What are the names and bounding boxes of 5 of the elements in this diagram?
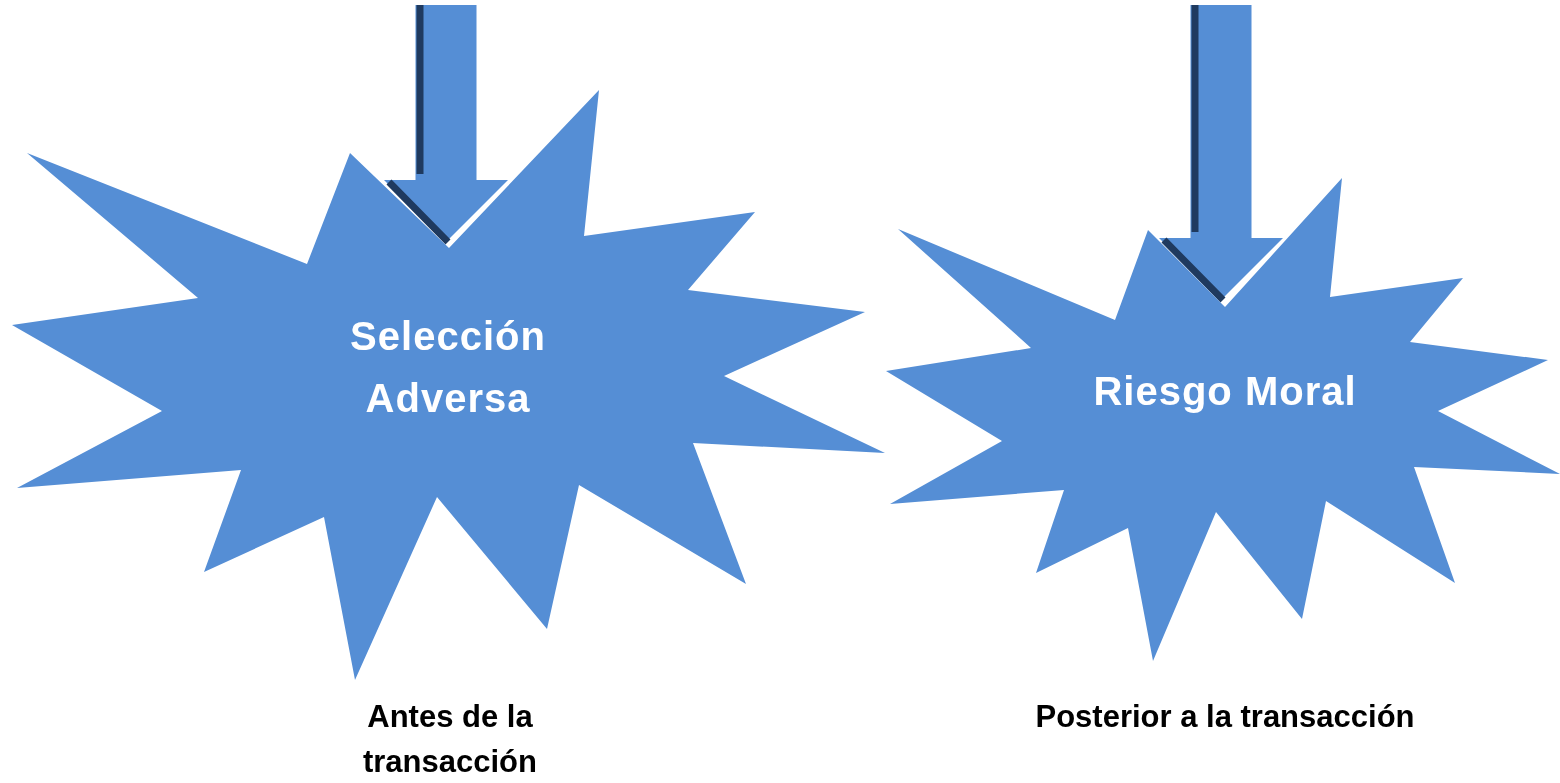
node-caption: Antes de la transacción (362, 698, 538, 781)
node-caption: Posterior a la transacción (1034, 698, 1416, 736)
block-arrow (384, 5, 508, 242)
node-label: Riesgo Moral (1092, 368, 1358, 415)
node-label: Selección Adversa (349, 313, 547, 422)
